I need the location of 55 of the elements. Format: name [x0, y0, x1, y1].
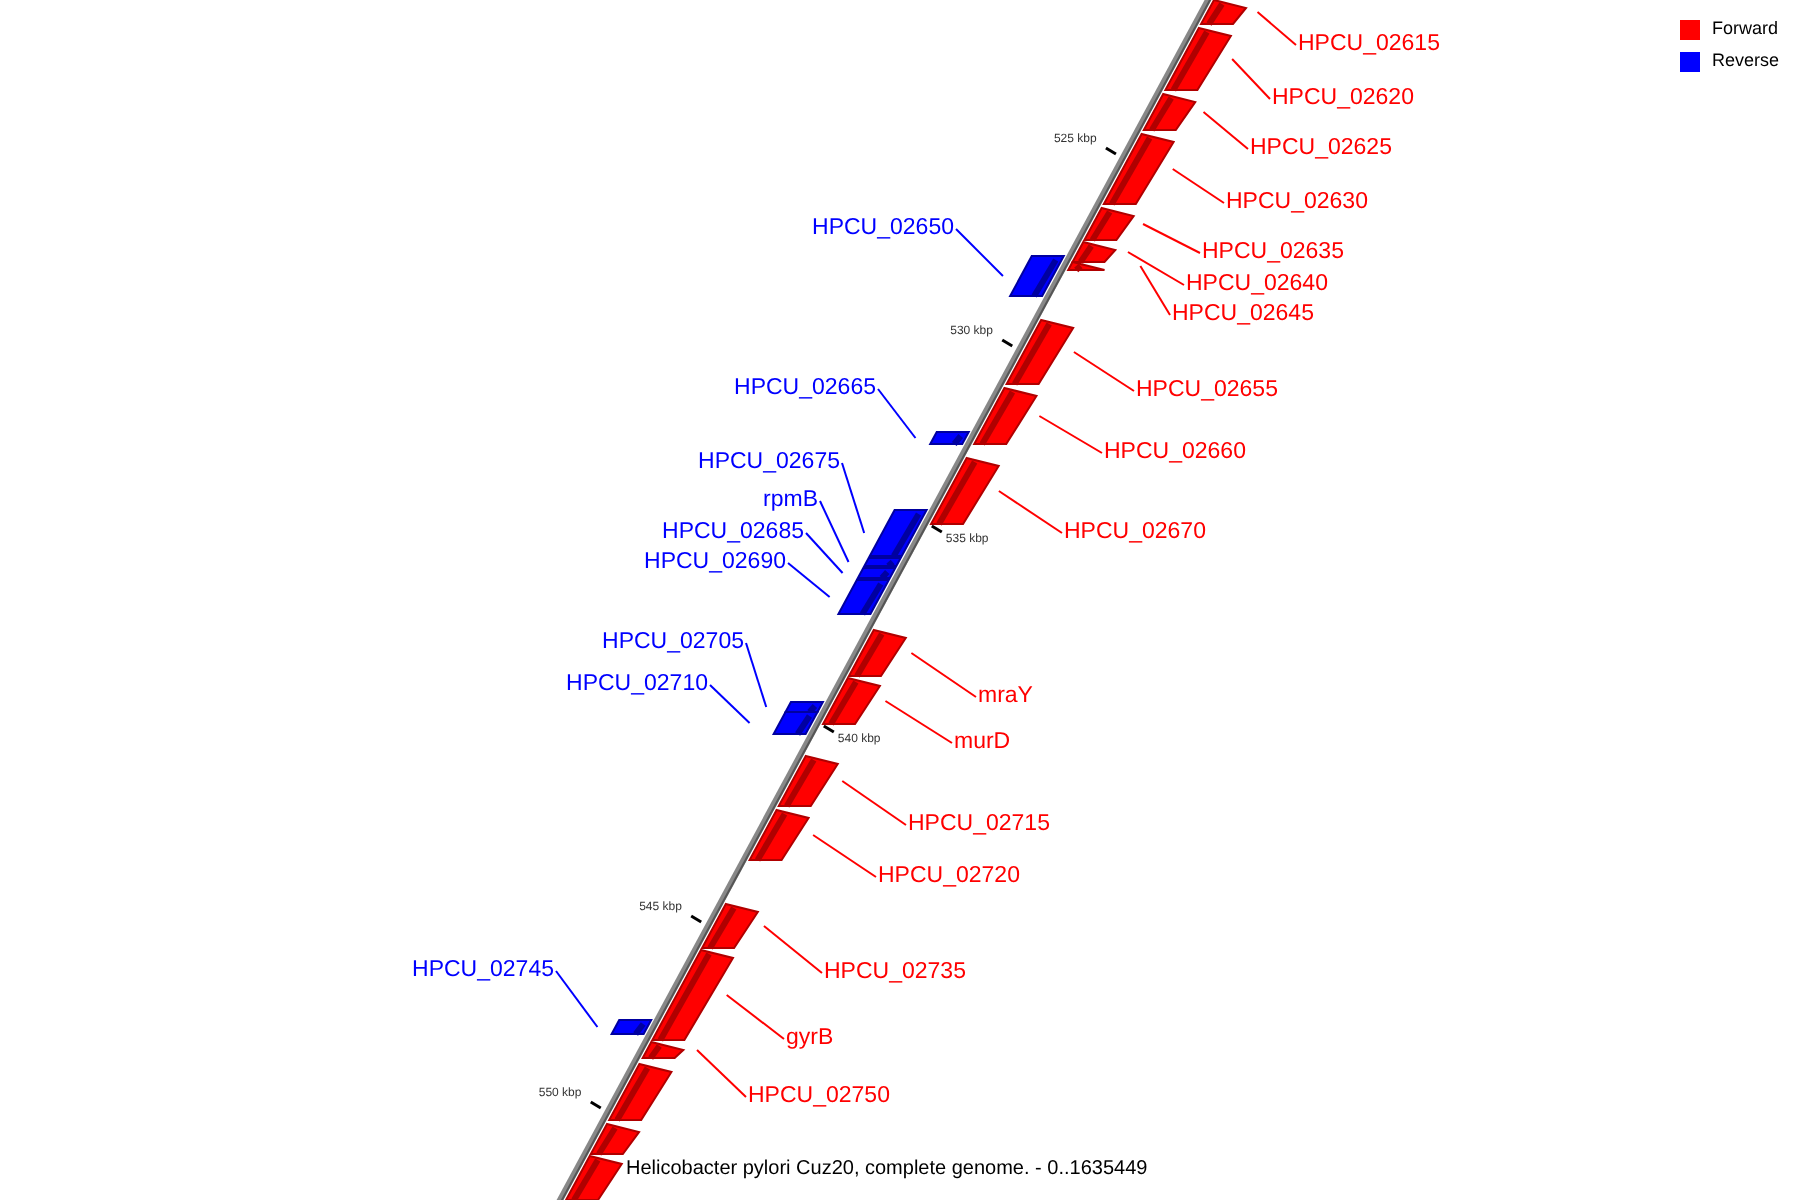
- gene-label: murD: [954, 730, 1011, 756]
- gene-label: HPCU_02735: [824, 960, 966, 986]
- leader-line: [745, 642, 768, 708]
- gene-label: HPCU_02705: [602, 630, 744, 656]
- gene-label: HPCU_02630: [1226, 190, 1368, 216]
- leader-line: [819, 500, 850, 563]
- caption: Helicobacter pylori Cuz20, complete genome. - 0..1635449: [626, 1156, 1148, 1182]
- gene-label: HPCU_02640: [1186, 272, 1328, 298]
- gene-label: HPCU_02645: [1172, 302, 1314, 328]
- leader-line: [884, 700, 953, 744]
- leader-line: [787, 562, 831, 598]
- leader-line: [1231, 58, 1271, 100]
- gene-label: HPCU_02650: [812, 216, 954, 242]
- leader-line: [725, 994, 785, 1040]
- leader-line: [955, 228, 1004, 277]
- gene-label: HPCU_02720: [878, 864, 1020, 890]
- gene-label: HPCU_02660: [1104, 440, 1246, 466]
- leader-line: [805, 532, 844, 574]
- gene-label: HPCU_02750: [748, 1084, 890, 1110]
- gene-label: gyrB: [786, 1026, 834, 1052]
- leader-line: [1171, 168, 1225, 204]
- legend-label: Forward: [1712, 16, 1779, 42]
- leader-line: [1139, 265, 1171, 316]
- leader-line: [812, 834, 877, 878]
- leader-line: [1038, 415, 1103, 454]
- leader-line: [709, 684, 751, 724]
- leader-line: [1126, 251, 1185, 286]
- leader-line: [762, 925, 823, 974]
- gene-label: HPCU_02615: [1298, 32, 1440, 58]
- gene-label: HPCU_02625: [1250, 136, 1392, 162]
- gene-label: HPCU_02675: [698, 450, 840, 476]
- gene-label: HPCU_02635: [1202, 240, 1344, 266]
- leader-line: [1202, 111, 1249, 150]
- gene-label: HPCU_02620: [1272, 86, 1414, 112]
- leader-line: [1072, 351, 1135, 392]
- gene-label: mraY: [978, 684, 1033, 710]
- gene-label: HPCU_02670: [1064, 520, 1206, 546]
- gene-label: HPCU_02715: [908, 812, 1050, 838]
- gene-label: HPCU_02665: [734, 376, 876, 402]
- leader-line: [696, 1049, 747, 1098]
- gene-label: HPCU_02685: [662, 520, 804, 546]
- legend-label: Reverse: [1712, 48, 1780, 74]
- leader-line: [1256, 11, 1297, 46]
- leader-line: [1142, 223, 1201, 254]
- gene-label: HPCU_02690: [644, 550, 786, 576]
- leader-line: [877, 388, 917, 439]
- leader-line: [997, 490, 1063, 534]
- leader-line: [555, 970, 599, 1028]
- gene-label: HPCU_02655: [1136, 378, 1278, 404]
- leader-line: [841, 462, 866, 534]
- gene-label: HPCU_02710: [566, 672, 708, 698]
- leader-line: [841, 780, 907, 826]
- gene-label: rpmB: [763, 488, 818, 514]
- gene-label: HPCU_02745: [412, 958, 554, 984]
- leader-line: [910, 652, 977, 698]
